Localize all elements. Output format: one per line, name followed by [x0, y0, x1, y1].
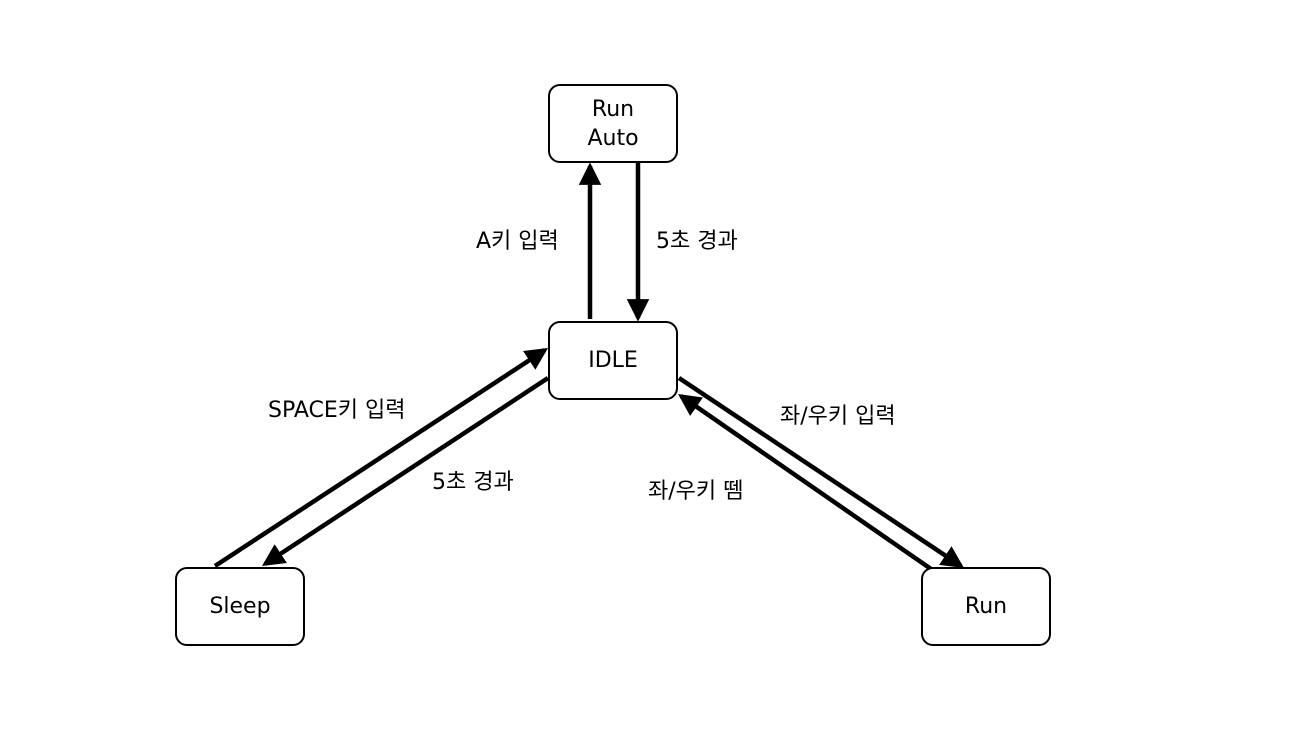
state-node-run-auto: Run Auto: [548, 84, 678, 163]
label-left-right-key-release: 좌/우키 뗌: [648, 479, 744, 504]
arrow-run-to-idle: [678, 393, 933, 571]
label-five-seconds-elapsed-top: 5초 경과: [656, 229, 738, 254]
state-node-idle: IDLE: [548, 321, 678, 400]
state-node-run: Run: [921, 567, 1051, 646]
arrow-sleep-to-idle: [213, 348, 549, 568]
label-a-key-input: A키 입력: [476, 229, 559, 254]
label-five-seconds-elapsed-left: 5초 경과: [432, 470, 514, 495]
label-space-key-input: SPACE키 입력: [268, 398, 406, 423]
label-left-right-key-input: 좌/우키 입력: [780, 404, 896, 429]
arrow-idle-to-run: [677, 376, 964, 568]
arrow-idle-to-sleep: [261, 376, 550, 566]
state-node-sleep: Sleep: [175, 567, 305, 646]
